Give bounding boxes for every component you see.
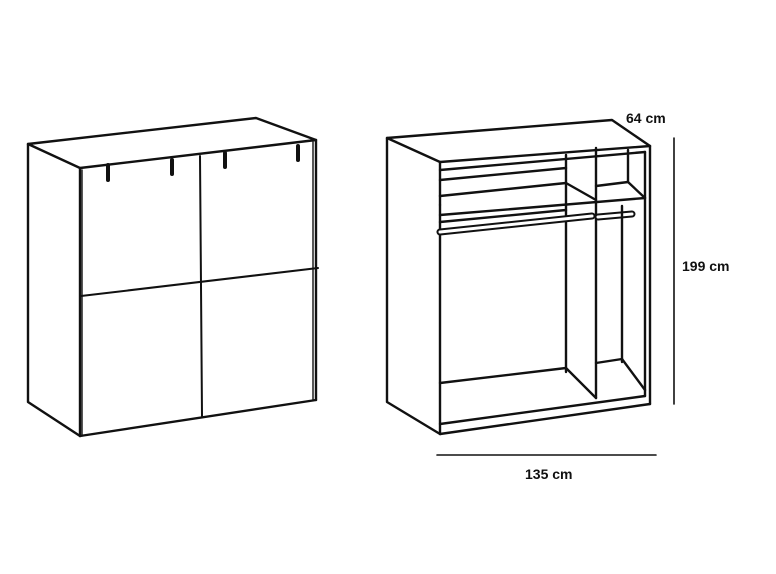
width-label: 135 cm [525, 466, 573, 482]
door-handles [106, 144, 300, 182]
depth-label: 64 cm [626, 110, 666, 126]
closed-wardrobe-view [26, 116, 319, 438]
height-label: 199 cm [682, 258, 730, 274]
dimension-lines [436, 137, 675, 456]
hanging-rail-left [436, 212, 596, 236]
hanging-rail-right [594, 210, 636, 221]
open-wardrobe-view [385, 118, 652, 436]
